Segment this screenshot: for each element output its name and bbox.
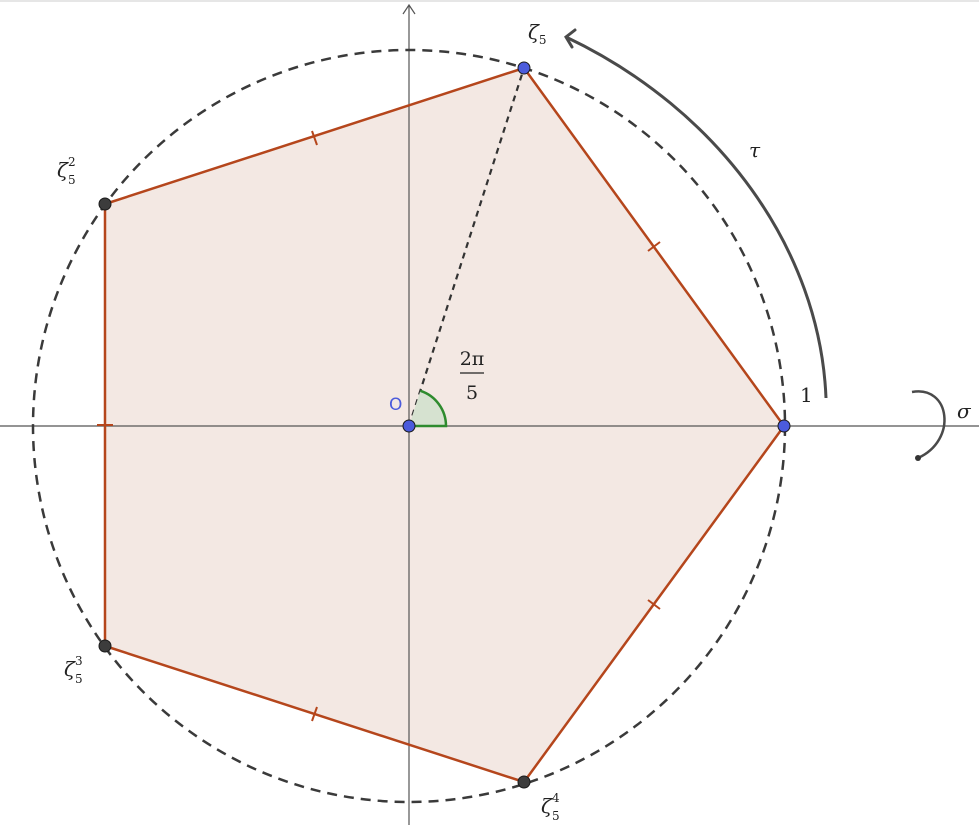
zeta5-fourth-base: ζ <box>541 794 553 818</box>
tau-arrowhead <box>564 28 577 49</box>
angle-sector <box>409 390 446 426</box>
zeta5-fourth-sub: 5 <box>552 809 560 823</box>
y-axis-arrowhead <box>402 3 416 15</box>
zeta5-cubed-sup: 3 <box>75 654 83 668</box>
zeta5-squared-base: ζ <box>57 158 69 182</box>
angle-arc <box>409 389 448 428</box>
edge-tick <box>311 706 318 722</box>
zeta5-label: ζ5 <box>528 20 546 47</box>
edge-tick <box>311 130 318 146</box>
tau-label: τ <box>749 138 761 162</box>
edge-tick <box>647 241 661 252</box>
vertex-zeta5-cubed-point[interactable] <box>98 639 112 653</box>
tau-rotation-arrow <box>565 35 828 399</box>
zeta5-squared-sub: 5 <box>68 173 76 187</box>
vertex-zeta5-fourth-point[interactable] <box>517 775 531 789</box>
angle-numerator: 2π <box>460 348 485 370</box>
origin-label: O <box>389 395 402 415</box>
vertex-one-point[interactable] <box>777 419 791 433</box>
angle-denominator: 5 <box>466 382 478 404</box>
edge-tick <box>647 599 661 610</box>
sigma-reflection-arrow <box>911 390 946 460</box>
zeta5-cubed-base: ζ <box>64 657 76 681</box>
zeta5-cubed-sub: 5 <box>75 672 83 686</box>
zeta5-fourth-sup: 4 <box>552 791 560 805</box>
zeta5-squared-sup: 2 <box>68 155 76 169</box>
vertex-zeta5-squared-point[interactable] <box>98 197 112 211</box>
radius-to-zeta5 <box>407 67 526 427</box>
vertex-zeta5-point[interactable] <box>517 61 531 75</box>
sigma-arrow-dot <box>915 455 921 461</box>
sigma-label: σ <box>957 399 972 423</box>
origin-point[interactable] <box>402 419 416 433</box>
vertex-one-label: 1 <box>800 383 813 407</box>
